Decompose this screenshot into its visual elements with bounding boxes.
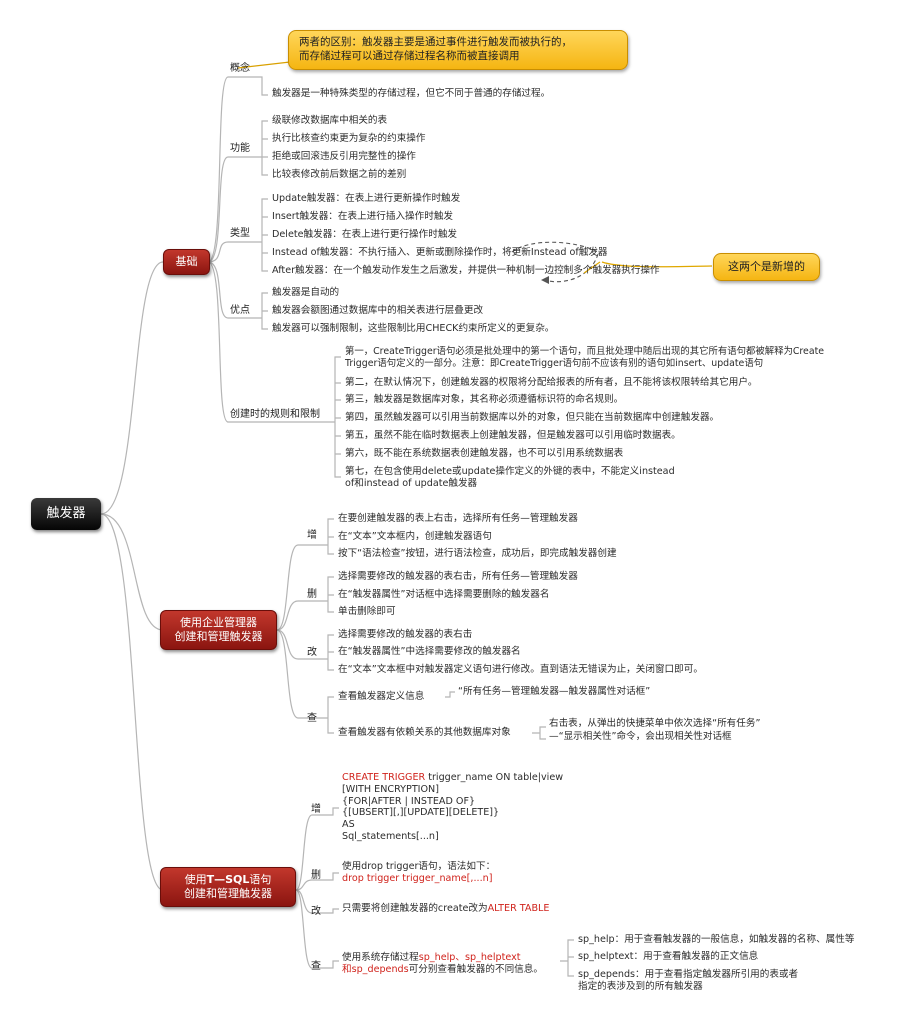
rule-item: 第七，在包含使用delete或update操作定义的外键的表中，不能定义inst… — [345, 466, 675, 490]
tsql-query-label[interactable]: 查 — [311, 961, 321, 972]
tsql-line-2: 创建和管理触发器 — [184, 887, 272, 900]
rule-item: 第四，虽然触发器可以引用当前数据库以外的对象，但只能在当前数据库中创建触发器。 — [345, 412, 720, 423]
code-line: {FOR|AFTER | INSTEAD OF} — [342, 795, 476, 807]
enterprise-query-item: 查看触发器有依赖关系的其他数据库对象 — [338, 727, 511, 738]
tsql-line-1b: T—SQL — [206, 873, 250, 886]
basics-label: 基础 — [175, 255, 198, 268]
enterprise-add-label[interactable]: 增 — [307, 530, 317, 541]
concept-label[interactable]: 概念 — [230, 63, 250, 74]
types-label[interactable]: 类型 — [230, 228, 250, 239]
code-line: {[UBSERT][,][UPDATE][DELETE]} — [342, 807, 500, 819]
callout-line-2: 而存储过程可以通过存储过程名称而被直接调用 — [299, 50, 520, 62]
enterprise-node[interactable]: 使用企业管理器 创建和管理触发器 — [160, 610, 277, 650]
enterprise-query-sub: —“显示相关性”命令，会出现相关性对话框 — [549, 731, 732, 742]
tsql-del-text: 使用drop trigger语句，语法如下： drop trigger trig… — [342, 861, 495, 885]
rule-item: 第五，虽然不能在临时数据表上创建触发器，但是触发器可以引用临时数据表。 — [345, 430, 681, 441]
callout-new-label: 这两个是新增的 — [728, 260, 805, 273]
enterprise-add-item: 在“文本”文本框内，创建触发器语句 — [338, 531, 492, 542]
code-rest: trigger_name ON table|view — [425, 772, 564, 783]
tsql-query-d: 可分别查看触发器的不同信息。 — [408, 964, 543, 975]
enterprise-del-label[interactable]: 删 — [307, 589, 317, 600]
function-item: 执行比核查约束更为复杂的约束操作 — [272, 133, 426, 144]
rule-item: 第三，触发器是数据库对象，其名称必须遵循标识符的命名规则。 — [345, 394, 624, 405]
concept-item: 触发器是一种特殊类型的存储过程，但它不同于普通的存储过程。 — [272, 88, 551, 99]
enterprise-del-item: 选择需要修改的触发器的表右击，所有任务—管理触发器 — [338, 571, 578, 582]
enterprise-query-item: 查看触发器定义信息 — [338, 691, 425, 702]
tsql-line-1a: 使用 — [184, 873, 207, 886]
tsql-query-item: sp_helptext：用于查看触发器的正文信息 — [578, 951, 759, 962]
callout-line-1: 两者的区别：触发器主要是通过事件进行触发而被执行的， — [299, 36, 572, 48]
enterprise-query-label[interactable]: 查 — [307, 713, 317, 724]
tsql-del-line-2: drop trigger trigger_name[,...n] — [342, 873, 493, 884]
tsql-query-item: sp_help：用于查看触发器的一般信息，如触发器的名称、属性等 — [578, 934, 855, 945]
type-item: Instead of触发器：不执行插入、更新或删除操作时，将更新Instead … — [272, 247, 608, 258]
tsql-query-a: 使用系统存储过程 — [342, 952, 419, 963]
rule-item: 第二，在默认情况下，创建触发器的权限将分配给报表的所有者，且不能将该权限转给其它… — [345, 377, 758, 388]
difference-callout: 两者的区别：触发器主要是通过事件进行触发而被执行的， 而存储过程可以通过存储过程… — [288, 30, 628, 70]
enterprise-query-sub: “所有任务—管理触发器—触发器属性对话框” — [458, 686, 651, 697]
rule-item: 第一，CreateTrigger语句必须是批处理中的第一个语句，而且批处理中随后… — [345, 346, 824, 370]
type-item: Delete触发器：在表上进行更行操作时触发 — [272, 229, 458, 240]
enterprise-mod-label[interactable]: 改 — [307, 647, 317, 658]
tsql-add-code: CREATE TRIGGER trigger_name ON table|vie… — [342, 772, 563, 843]
advantage-item: 触发器会额图通过数据库中的相关表进行层叠更改 — [272, 305, 484, 316]
enterprise-query-sub: 右击表，从弹出的快捷菜单中依次选择“所有任务” — [549, 718, 761, 729]
tsql-del-line-1: 使用drop trigger语句，语法如下： — [342, 861, 496, 872]
code-line: Sql_statements[...n] — [342, 830, 439, 842]
advantage-item: 触发器可以强制限制，这些限制比用CHECK约束所定义的更复杂。 — [272, 323, 555, 334]
type-item: Insert触发器：在表上进行插入操作时触发 — [272, 211, 454, 222]
code-line: [WITH ENCRYPTION] — [342, 783, 439, 795]
tsql-query-item-3-line-2: 指定的表涉及到的所有触发器 — [578, 981, 703, 992]
basics-node[interactable]: 基础 — [163, 249, 210, 275]
tsql-mod-label[interactable]: 改 — [311, 906, 321, 917]
enterprise-add-item: 按下“语法检查”按钮，进行语法检查，成功后，即完成触发器创建 — [338, 548, 617, 559]
new-items-callout: 这两个是新增的 — [713, 253, 820, 281]
enterprise-del-item: 单击删除即可 — [338, 606, 396, 617]
function-item: 拒绝或回滚违反引用完整性的操作 — [272, 151, 416, 162]
enterprise-line-2: 创建和管理触发器 — [174, 630, 263, 643]
code-line-1: CREATE TRIGGER trigger_name ON table|vie… — [342, 772, 563, 784]
tsql-mod-text-a: 只需要将创建触发器的create改为 — [342, 903, 488, 914]
enterprise-del-item: 在“触发器属性”对话框中选择需要删除的触发器名 — [338, 589, 550, 600]
tsql-query-item: sp_depends：用于查看指定触发器所引用的表或者 指定的表涉及到的所有触发… — [578, 969, 798, 993]
enterprise-mod-item: 在“文本”文本框中对触发器定义语句进行修改。直到语法无错误为止，关闭窗口即可。 — [338, 664, 703, 675]
advantage-item: 触发器是自动的 — [272, 287, 340, 298]
tsql-query-b: sp_help、sp_helptext — [418, 952, 521, 963]
type-item: After触发器：在一个触发动作发生之后激发，并提供一种机制一边控制多个触发器执… — [272, 265, 660, 276]
tsql-line-1c: 语句 — [249, 873, 272, 886]
tsql-query-line-2: 和sp_depends可分别查看触发器的不同信息。 — [342, 964, 543, 976]
code-line: AS — [342, 819, 355, 831]
tsql-del-label[interactable]: 删 — [311, 870, 321, 881]
code-keyword: CREATE TRIGGER — [342, 772, 426, 783]
rule-1-line-1: 第一，CreateTrigger语句必须是批处理中的第一个语句，而且批处理中随后… — [345, 346, 825, 357]
enterprise-line-1: 使用企业管理器 — [180, 616, 257, 629]
tsql-query-c: 和sp_depends — [342, 964, 409, 975]
function-label[interactable]: 功能 — [230, 143, 250, 154]
type-item: Update触发器：在表上进行更新操作时触发 — [272, 193, 461, 204]
rule-7-line-2: of和instead of update触发器 — [345, 478, 478, 489]
advantages-label[interactable]: 优点 — [230, 305, 250, 316]
tsql-line-1: 使用T—SQL语句 — [161, 873, 295, 887]
tsql-mod-text: 只需要将创建触发器的create改为ALTER TABLE — [342, 903, 549, 915]
rule-1-line-2: Trigger语句定义的一部分。注意：即CreateTrigger语句前不应该有… — [345, 358, 764, 369]
tsql-mod-text-b: ALTER TABLE — [487, 903, 550, 914]
rule-item: 第六，既不能在系统数据表创建触发器，也不可以引用系统数据表 — [345, 448, 624, 459]
function-item: 级联修改数据库中相关的表 — [272, 115, 388, 126]
enterprise-mod-item: 选择需要修改的触发器的表右击 — [338, 629, 473, 640]
root-node[interactable]: 触发器 — [31, 498, 101, 530]
enterprise-mod-item: 在“触发器属性”中选择需要修改的触发器名 — [338, 646, 521, 657]
tsql-node[interactable]: 使用T—SQL语句 创建和管理触发器 — [160, 867, 296, 907]
rules-label[interactable]: 创建时的规则和限制 — [230, 409, 320, 420]
tsql-query-line-1: 使用系统存储过程sp_help、sp_helptext — [342, 952, 543, 964]
function-item: 比较表修改前后数据之前的差别 — [272, 169, 407, 180]
tsql-query-text: 使用系统存储过程sp_help、sp_helptext 和sp_depends可… — [342, 952, 543, 976]
tsql-add-label[interactable]: 增 — [311, 804, 321, 815]
rule-7-line-1: 第七，在包含使用delete或update操作定义的外键的表中，不能定义inst… — [345, 466, 675, 477]
tsql-query-item-3-line-1: sp_depends：用于查看指定触发器所引用的表或者 — [578, 969, 799, 980]
enterprise-add-item: 在要创建触发器的表上右击，选择所有任务—管理触发器 — [338, 513, 578, 524]
root-label: 触发器 — [46, 506, 86, 521]
